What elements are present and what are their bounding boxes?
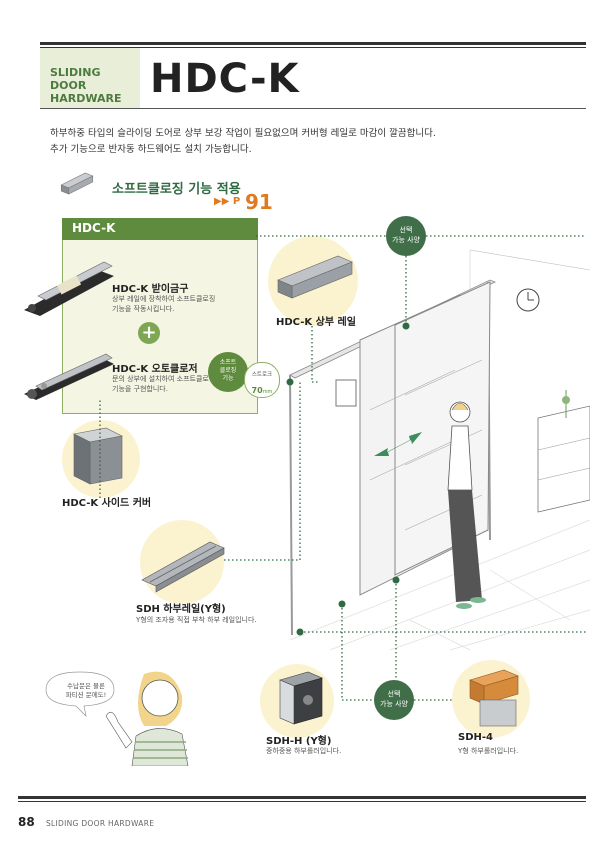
option-top-line-2: 가능 사양 (392, 236, 420, 244)
catch-bracket-image (24, 261, 114, 316)
top-rail-label: HDC-K 상부 레일 (276, 317, 356, 328)
title-rule (40, 108, 586, 109)
auto-closer-desc-line-1: 문의 상부에 설치하여 소프트클로징 (112, 375, 216, 383)
room-scene-illustration (289, 249, 590, 650)
option-bottom-line-2: 가능 사양 (380, 700, 408, 708)
bubble-line-2: 파티션 문에도! (65, 691, 107, 699)
option-top-line-1: 선택 (399, 226, 413, 234)
auto-closer-desc: 문의 상부에 설치하여 소프트클로징 기능을 구현합니다. (112, 374, 215, 394)
auto-closer-desc-line-2: 기능을 구현합니다. (112, 385, 168, 393)
page-ref-prefix[interactable]: ▶▶ P (214, 196, 241, 207)
auto-closer-name: HDC-K 오토클로저 (112, 364, 198, 375)
stroke-badge: 스트로크 70mm (244, 362, 280, 398)
stroke-label: 스트로크 (251, 372, 273, 378)
footer-rule-thin (18, 801, 586, 802)
sdh-h-image (279, 671, 323, 725)
side-cover-image (73, 427, 123, 485)
intro-line-2: 추가 기능으로 반자동 하드웨어도 설치 가능합니다. (50, 144, 252, 155)
page-title: HDC-K (150, 56, 300, 102)
intro-text: 하부하중 타입의 슬라이딩 도어로 상부 보강 작업이 필요없으며 커버형 레일… (50, 126, 550, 158)
sdh-h-label: SDH-H (Y형) (266, 736, 332, 747)
auto-closer-image (24, 353, 114, 400)
plus-icon: + (138, 322, 160, 344)
sdh-4-desc: Y형 하부롤러입니다. (458, 747, 519, 755)
page-number: 88 (18, 815, 35, 829)
header-rule-thin (40, 47, 586, 48)
panel-title: HDC-K (72, 221, 116, 235)
soft-close-title: 소프트클로징 기능 적용 (112, 182, 241, 197)
side-cover-label: HDC-K 사이드 커버 (62, 498, 152, 509)
option-bottom-line-1: 선택 (387, 690, 401, 698)
bottom-rail-label: SDH 하부레일(Y형) (136, 604, 226, 615)
sdh-4-image (469, 669, 519, 727)
bubble-line-1: 수납문은 물론 (67, 682, 105, 690)
catch-bracket-desc-line-1: 상부 레일에 장착하여 소프트클로징 (112, 295, 216, 303)
sdh-h-desc: 중하중용 하부롤러입니다. (266, 747, 342, 755)
catch-bracket-name: HDC-K 받이금구 (112, 284, 189, 295)
bottom-rail-desc: Y형의 조자용 직접 부착 하부 레일입니다. (136, 616, 257, 624)
badge-line-2: 클로징 (219, 367, 237, 374)
girl-illustration (105, 671, 189, 766)
category-label: SLIDING DOOR HARDWARE (50, 66, 122, 105)
panel-header (62, 218, 258, 240)
speech-bubble (45, 671, 115, 718)
stroke-value: 70 (251, 386, 263, 395)
option-badge-bottom: 선택 가능 사양 (374, 680, 414, 720)
sdh-4-label: SDH-4 (458, 732, 493, 743)
badge-line-1: 소프트 (219, 359, 237, 366)
footer-section: SLIDING DOOR HARDWARE (46, 819, 155, 828)
header-rule (40, 42, 586, 45)
badge-line-3: 기능 (222, 375, 234, 382)
soft-close-badge: 소프트 클로징 기능 (208, 352, 248, 392)
bottom-rail-image (141, 541, 225, 593)
intro-line-1: 하부하중 타입의 슬라이딩 도어로 상부 보강 작업이 필요없으며 커버형 레일… (50, 128, 436, 139)
catch-bracket-desc-line-2: 기능을 작동시킵니다. (112, 305, 175, 313)
catch-bracket-desc: 상부 레일에 장착하여 소프트클로징 기능을 작동시킵니다. (112, 294, 215, 314)
bubble-text: 수납문은 물론 파티션 문에도! (58, 682, 114, 700)
option-badge-top: 선택 가능 사양 (386, 216, 426, 256)
page-ref-number[interactable]: 91 (245, 190, 273, 214)
rail-thumbnail-icon (60, 172, 94, 195)
top-rail-image (277, 255, 353, 299)
footer-rule (18, 796, 586, 799)
stroke-unit: mm (262, 389, 273, 395)
category-box (40, 48, 140, 108)
